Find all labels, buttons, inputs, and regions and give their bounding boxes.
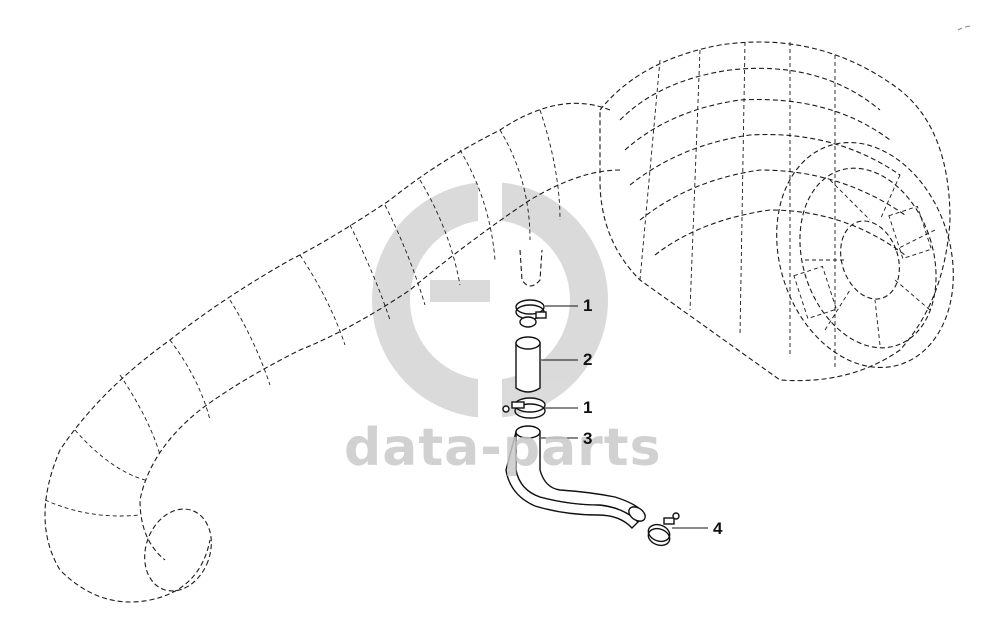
elbow-hose-part	[505, 425, 646, 530]
clamp-bottom-part	[502, 397, 546, 419]
air-cleaner-end-cap	[776, 141, 954, 369]
watermark-logo	[372, 180, 608, 420]
housing-outlet-fitting	[519, 249, 543, 287]
clamp-top-part	[515, 299, 547, 328]
callout-2: 2	[583, 350, 593, 369]
callout-3: 3	[583, 429, 593, 448]
hose-clamp-part	[647, 512, 680, 547]
air-cleaner-housing	[599, 41, 951, 382]
watermark-text: data-parts	[344, 418, 662, 478]
intake-hose	[44, 102, 621, 603]
leader-lines	[541, 305, 708, 529]
callout-1-bottom: 1	[583, 398, 593, 417]
tube-part	[515, 336, 541, 393]
callout-1-top: 1	[583, 296, 593, 315]
callout-4: 4	[713, 519, 723, 538]
corner-mark	[957, 25, 971, 31]
